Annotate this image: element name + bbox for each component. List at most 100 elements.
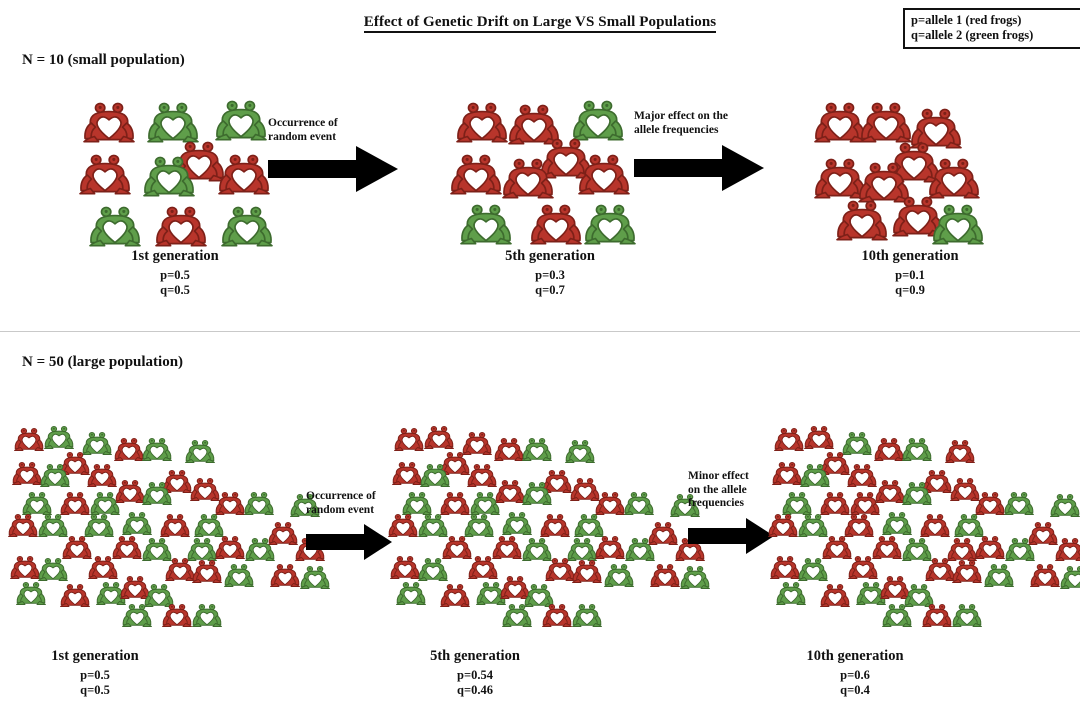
frog-green-icon — [470, 491, 500, 515]
frog-cluster-large-gen10 — [762, 425, 1080, 635]
frog-red — [60, 451, 90, 482]
allele-q-value: q=0.5 — [160, 283, 190, 297]
frog-red — [440, 583, 470, 614]
frog-red-icon — [424, 425, 454, 449]
frog-green-icon — [882, 603, 912, 627]
frog-green-icon — [882, 511, 912, 535]
frog-red — [530, 203, 582, 253]
frog-green — [842, 431, 872, 462]
frog-green-icon — [604, 563, 634, 587]
frog-red — [820, 451, 850, 482]
frog-green-icon — [1060, 565, 1080, 589]
frog-green-icon — [402, 491, 432, 515]
frog-red — [440, 491, 470, 522]
frog-red — [770, 555, 800, 586]
frog-red — [468, 555, 498, 586]
frog-red-icon — [650, 563, 680, 587]
frog-green — [798, 557, 828, 588]
frog-red — [83, 101, 135, 151]
frog-green-icon — [842, 431, 872, 455]
frog-red — [595, 491, 625, 522]
frog-green — [143, 155, 195, 205]
frog-green-icon — [420, 463, 450, 487]
frog-green — [584, 203, 636, 253]
frog-green-icon — [502, 603, 532, 627]
frog-green — [300, 565, 330, 596]
frog-red — [10, 555, 40, 586]
frog-red-icon — [270, 563, 300, 587]
allele-q-value: q=0.5 — [80, 683, 110, 697]
frog-red — [467, 463, 497, 494]
frog-green-icon — [1005, 537, 1035, 561]
frog-red-icon — [874, 437, 904, 461]
frog-green-icon — [89, 206, 141, 247]
frog-green-icon — [798, 557, 828, 581]
frog-red — [162, 603, 192, 634]
frog-green — [1005, 537, 1035, 568]
frog-red — [858, 161, 910, 211]
frog-green — [902, 481, 932, 512]
frog-green-icon — [142, 437, 172, 461]
frog-red-icon — [920, 513, 950, 537]
frog-red — [494, 437, 524, 468]
frog-green-icon — [902, 537, 932, 561]
frog-red — [542, 603, 572, 634]
frog-green-icon — [954, 513, 984, 537]
allele-p-value: p=0.1 — [895, 268, 925, 282]
frog-red-icon — [390, 555, 420, 579]
frog-red — [392, 461, 422, 492]
frog-red-icon — [952, 559, 982, 583]
frog-red — [502, 157, 554, 207]
frog-green-icon — [300, 565, 330, 589]
frog-green — [464, 513, 494, 544]
frog-red-icon — [87, 463, 117, 487]
frog-green — [604, 563, 634, 594]
frog-red-icon — [850, 491, 880, 515]
frog-red — [768, 513, 798, 544]
generation-title: 1st generation — [51, 648, 139, 664]
frog-green — [245, 537, 275, 568]
frog-red-icon — [872, 535, 902, 559]
frog-red — [160, 513, 190, 544]
frog-red-icon — [114, 437, 144, 461]
frog-red-icon — [925, 557, 955, 581]
frog-green-icon — [476, 581, 506, 605]
frog-green — [1050, 493, 1080, 524]
frog-green — [396, 581, 426, 612]
frog-green — [221, 205, 273, 255]
frog-green-icon — [574, 513, 604, 537]
arrow-caption: Minor effect on the allele frequencies — [688, 470, 749, 510]
generation-label-large-gen5: 5th generation p=0.54 q=0.46 — [360, 648, 590, 698]
frog-red-icon — [60, 491, 90, 515]
allele-legend-box: p=allele 1 (red frogs) q=allele 2 (green… — [903, 8, 1080, 49]
frog-red-icon — [392, 461, 422, 485]
frog-green — [624, 491, 654, 522]
frog-red — [190, 477, 220, 508]
frog-green — [1060, 565, 1080, 596]
legend-line-p: p=allele 1 (red frogs) — [911, 13, 1022, 27]
frog-green — [244, 491, 274, 522]
frog-red-icon — [860, 102, 912, 143]
frog-green-icon — [215, 100, 267, 141]
frog-red — [952, 559, 982, 590]
frog-red — [545, 557, 575, 588]
frog-red — [14, 427, 44, 458]
frog-green-icon — [776, 581, 806, 605]
frog-green — [215, 99, 267, 149]
frog-red — [390, 555, 420, 586]
frog-green-icon — [192, 603, 222, 627]
frog-red-icon — [822, 535, 852, 559]
frog-red — [822, 535, 852, 566]
frog-red-icon — [947, 537, 977, 561]
frog-red — [772, 461, 802, 492]
frog-green — [572, 603, 602, 634]
frog-green — [90, 491, 120, 522]
generation-label-large-gen10: 10th generation p=0.6 q=0.4 — [740, 648, 970, 698]
frog-red-icon — [295, 537, 325, 561]
generation-frequencies: p=0.54 q=0.46 — [360, 668, 590, 698]
frog-red-icon — [60, 583, 90, 607]
frog-red — [892, 195, 944, 245]
frog-red — [388, 513, 418, 544]
frog-green-icon — [143, 156, 195, 197]
frog-green — [185, 439, 215, 470]
